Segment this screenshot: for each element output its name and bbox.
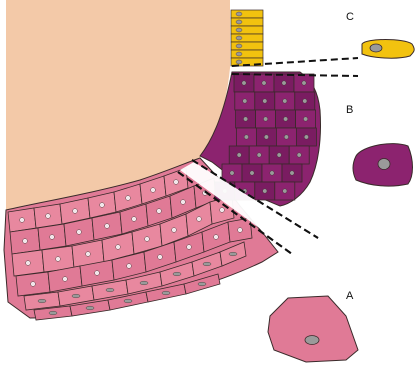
yellow-cell-nucleus — [236, 20, 242, 24]
purple-cell-nucleus — [270, 171, 274, 175]
yellow-cell-nucleus — [236, 28, 242, 32]
pink-cell-nucleus — [50, 235, 55, 240]
purple-cell-nucleus — [244, 135, 248, 139]
pink-cell-nucleus — [77, 230, 82, 235]
pink-cell-nucleus — [116, 245, 121, 250]
columnar-cells — [231, 10, 263, 66]
purple-cell-nucleus — [304, 135, 308, 139]
purple-cell-nucleus — [303, 117, 307, 121]
pink-cell-nucleus — [158, 255, 163, 260]
flat-cell-nucleus — [49, 311, 57, 315]
pink-cell-nucleus — [31, 282, 36, 287]
pink-cell-nucleus — [197, 217, 202, 222]
pink-cell-nucleus — [73, 209, 78, 214]
pink-cell-nucleus — [132, 217, 137, 222]
label-b: B — [346, 104, 353, 116]
pink-cell-nucleus — [127, 264, 132, 269]
purple-cell-nucleus — [283, 189, 287, 193]
pink-cell-nucleus — [105, 224, 110, 229]
label-a: A — [346, 290, 354, 302]
isolated-cell-a — [268, 296, 358, 362]
pink-cell-nucleus — [63, 277, 68, 282]
flat-cell-nucleus — [162, 291, 170, 295]
purple-cell-nucleus — [263, 99, 267, 103]
flat-cell-nucleus — [198, 282, 206, 286]
yellow-cell-nucleus — [236, 44, 242, 48]
isolated-yellow-nucleus — [370, 44, 382, 52]
purple-cell-nucleus — [243, 99, 247, 103]
flat-cell-nucleus — [106, 288, 114, 292]
purple-cell-nucleus — [283, 99, 287, 103]
label-c: C — [346, 11, 354, 23]
pink-cell-nucleus — [238, 228, 243, 233]
isolated-pink-cell — [268, 296, 358, 362]
flat-cell-nucleus — [124, 299, 132, 303]
purple-cell-nucleus — [284, 135, 288, 139]
pink-cell-nucleus — [56, 257, 61, 262]
purple-cell-nucleus — [250, 171, 254, 175]
yellow-cell-nucleus — [236, 12, 242, 16]
pink-cell-nucleus — [181, 200, 186, 205]
pink-cell-nucleus — [172, 228, 177, 233]
pink-cell-nucleus — [214, 235, 219, 240]
pink-cell-nucleus — [187, 245, 192, 250]
purple-cell-nucleus — [277, 153, 281, 157]
pink-cell-nucleus — [174, 180, 179, 185]
flat-cell-nucleus — [72, 294, 80, 298]
purple-cell-nucleus — [303, 99, 307, 103]
purple-cell-nucleus — [263, 189, 267, 193]
pink-cell-nucleus — [95, 271, 100, 276]
pink-cell-nucleus — [20, 218, 25, 223]
flat-cell-nucleus — [173, 272, 181, 276]
yellow-cell-nucleus — [236, 60, 242, 64]
purple-cell-nucleus — [242, 81, 246, 85]
yellow-cell-nucleus — [236, 36, 242, 40]
purple-cell-nucleus — [243, 117, 247, 121]
purple-cell-nucleus — [263, 117, 267, 121]
pink-cell-nucleus — [220, 208, 225, 213]
flat-cell-nucleus — [229, 252, 237, 256]
purple-cell-nucleus — [283, 117, 287, 121]
purple-cell-nucleus — [237, 153, 241, 157]
purple-cell-nucleus — [230, 171, 234, 175]
flat-cell-nucleus — [203, 262, 211, 266]
pink-cell-nucleus — [100, 203, 105, 208]
purple-cell-nucleus — [262, 81, 266, 85]
pink-cell-nucleus — [23, 239, 28, 244]
pink-cell-nucleus — [26, 261, 31, 266]
pink-cell-nucleus — [145, 237, 150, 242]
pink-cell-nucleus — [46, 214, 51, 219]
purple-cell-nucleus — [257, 153, 261, 157]
yellow-cell-nucleus — [236, 52, 242, 56]
pink-cell-nucleus — [126, 196, 131, 201]
purple-cell-nucleus — [264, 135, 268, 139]
flat-cell-nucleus — [140, 281, 148, 285]
isolated-cell-c — [362, 40, 414, 59]
isolated-cell-b — [353, 144, 413, 186]
pink-cell-nucleus — [157, 209, 162, 214]
flat-cell-nucleus — [38, 299, 46, 303]
purple-cell-nucleus — [282, 81, 286, 85]
purple-cell-nucleus — [297, 153, 301, 157]
pink-cell-nucleus — [151, 188, 156, 193]
flat-cell-nucleus — [86, 306, 94, 310]
pink-cell-nucleus — [86, 252, 91, 257]
purple-cell-nucleus — [290, 171, 294, 175]
isolated-purple-nucleus — [378, 159, 390, 170]
isolated-pink-nucleus — [305, 336, 319, 345]
purple-cell-nucleus — [302, 81, 306, 85]
